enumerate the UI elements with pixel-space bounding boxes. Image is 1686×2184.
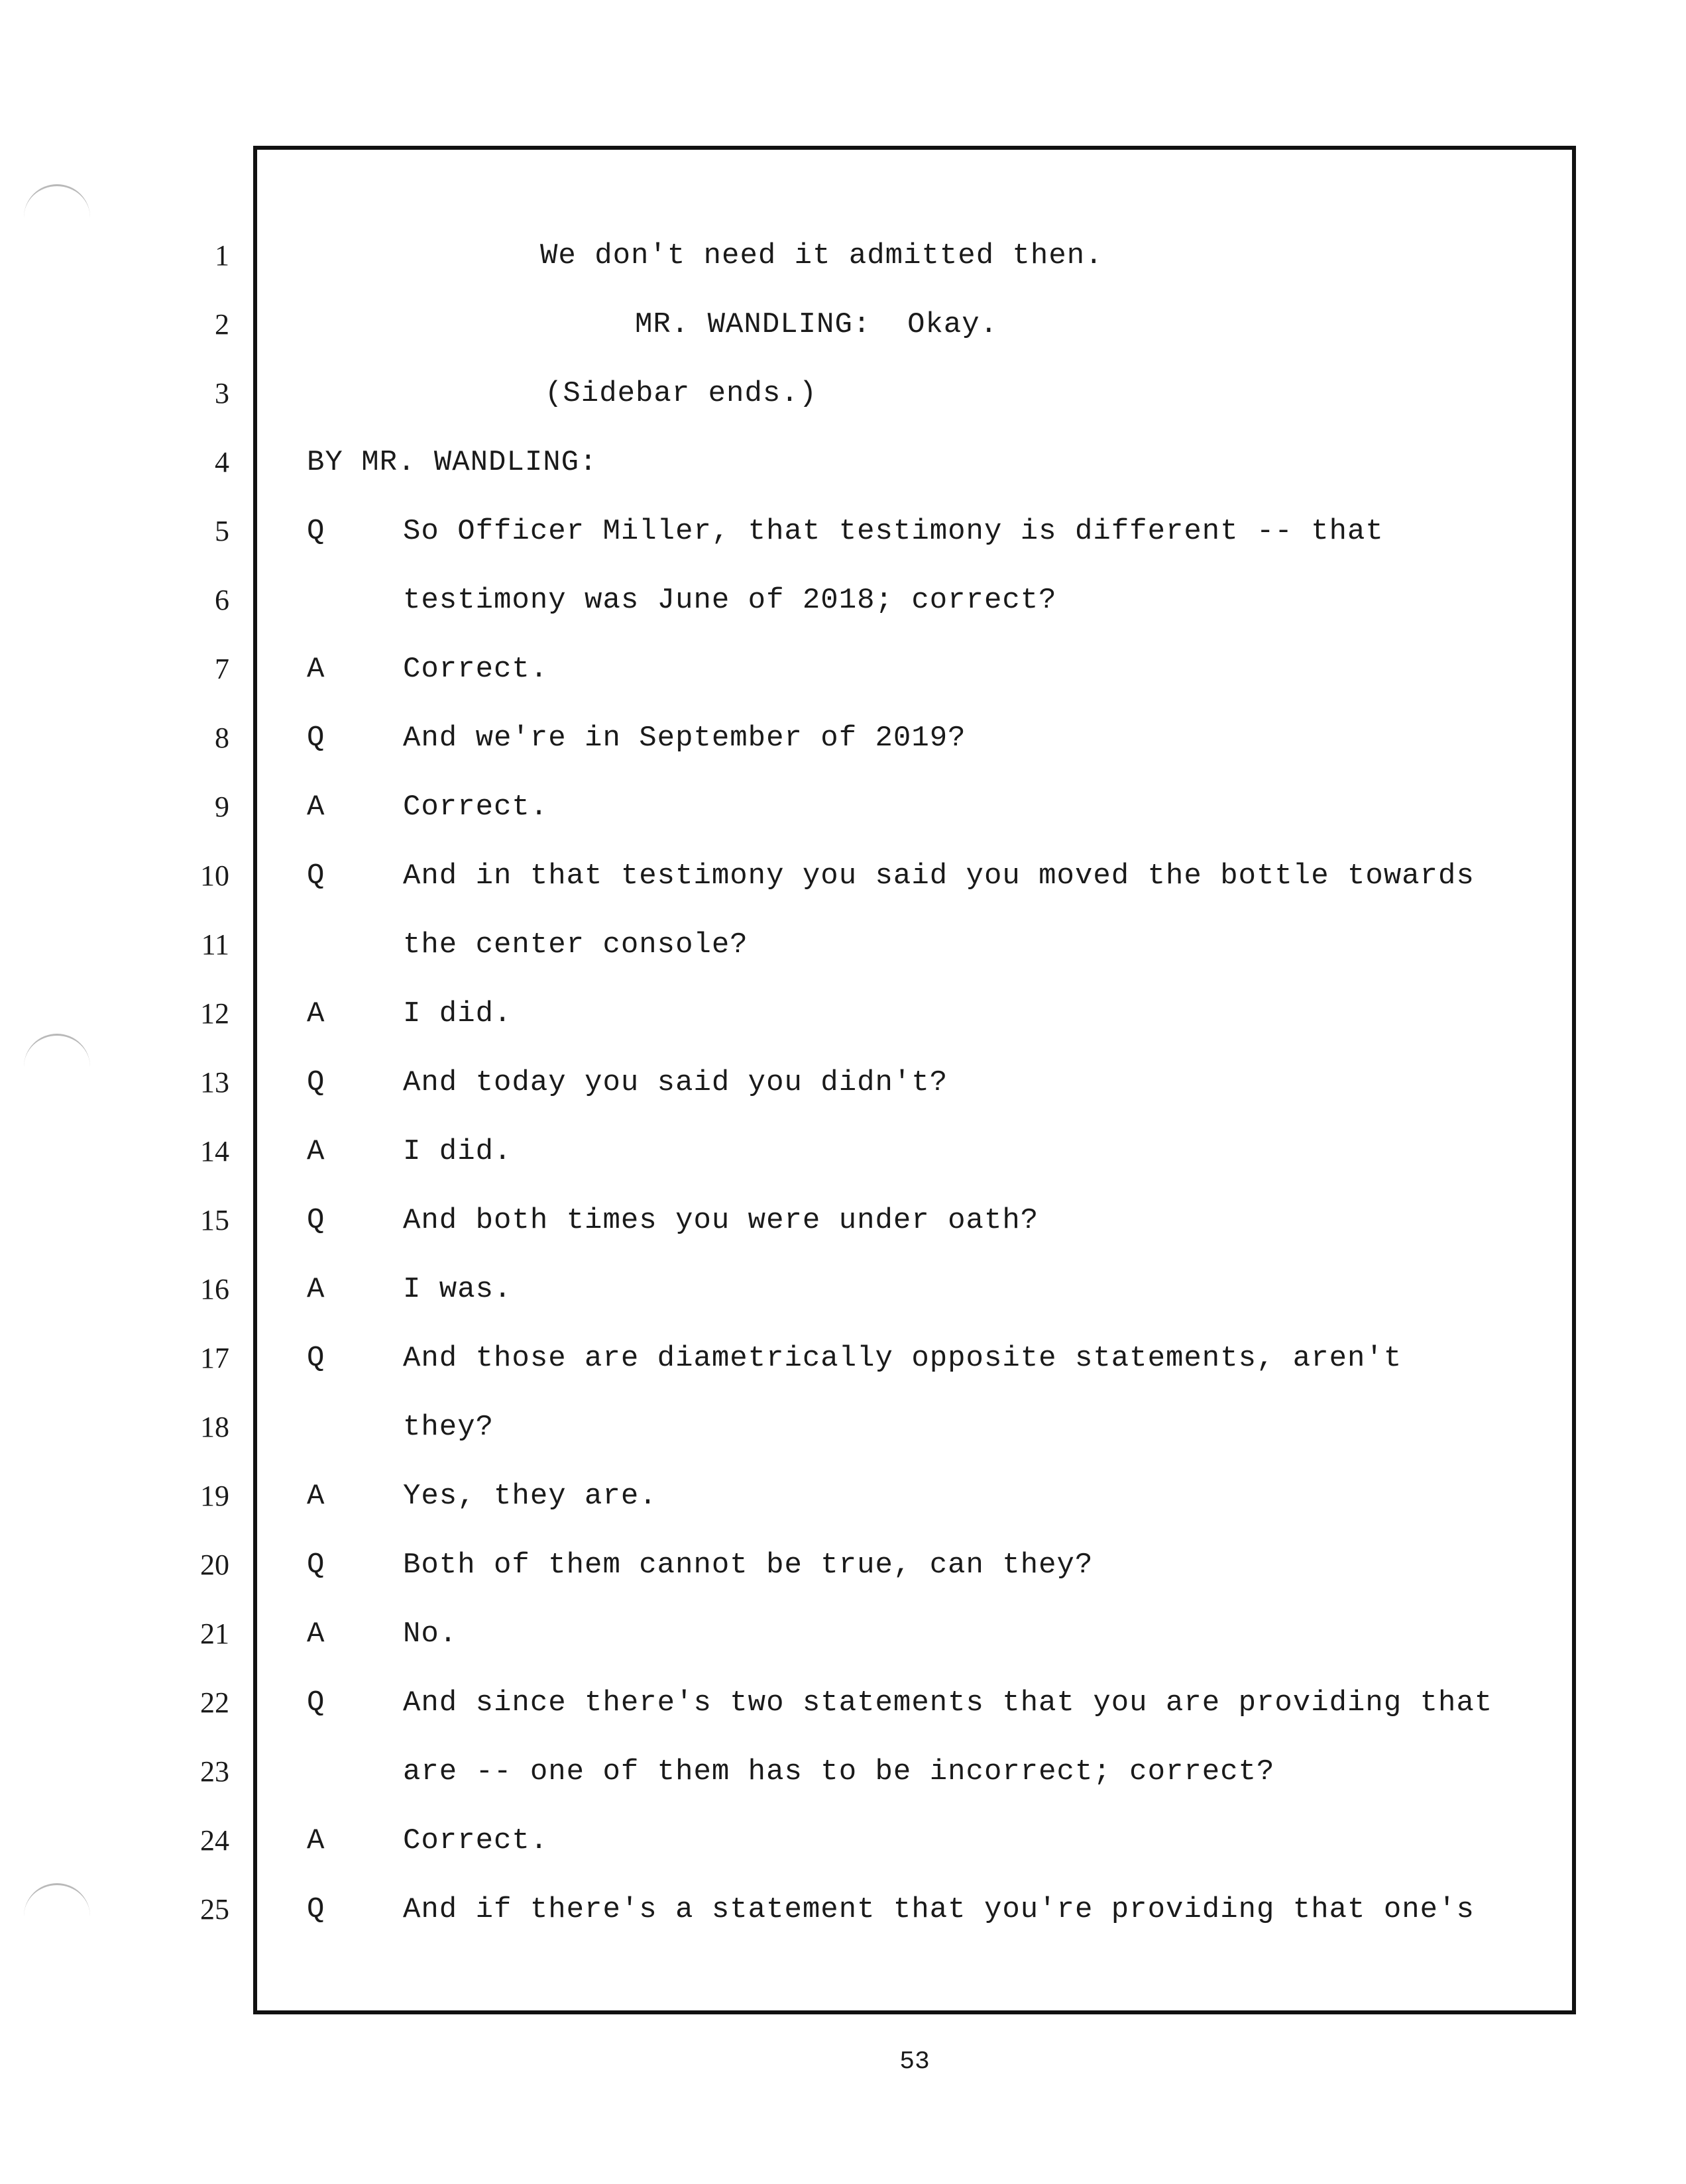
line-number: 7	[215, 653, 229, 685]
speaker-marker: Q	[307, 1686, 325, 1720]
transcript-line-text: MR. WANDLING: Okay.	[635, 308, 999, 341]
line-number: 8	[215, 722, 229, 754]
line-number: 1	[215, 239, 229, 272]
transcript-line-text: So Officer Miller, that testimony is dif…	[403, 515, 1384, 548]
line-number: 2	[215, 308, 229, 341]
transcript-line-text: We don't need it admitted then.	[540, 239, 1103, 272]
speaker-marker: Q	[307, 1893, 325, 1926]
transcript-line-text: (Sidebar ends.)	[545, 377, 818, 410]
line-number: 25	[200, 1893, 229, 1926]
transcript-line-text: And since there's two statements that yo…	[403, 1686, 1493, 1720]
line-number: 15	[200, 1204, 229, 1236]
transcript-line-text: Correct.	[403, 791, 549, 824]
transcript-line-text: And today you said you didn't?	[403, 1066, 948, 1099]
punch-hole-mark	[24, 184, 90, 226]
line-number: 19	[200, 1480, 229, 1512]
speaker-marker: Q	[307, 722, 325, 755]
punch-hole-mark	[24, 1883, 90, 1925]
transcript-line-text: And in that testimony you said you moved…	[403, 859, 1475, 893]
line-number: 3	[215, 377, 229, 410]
transcript-line-text: I did.	[403, 997, 512, 1030]
speaker-marker: Q	[307, 1342, 325, 1375]
transcript-line-text: And those are diametrically opposite sta…	[403, 1342, 1402, 1375]
speaker-marker: A	[307, 791, 325, 824]
transcript-line-text: are -- one of them has to be incorrect; …	[403, 1755, 1275, 1788]
speaker-marker: A	[307, 1617, 325, 1651]
transcript-line-text: And we're in September of 2019?	[403, 722, 966, 755]
speaker-marker: Q	[307, 1066, 325, 1099]
transcript-line-text: And both times you were under oath?	[403, 1204, 1039, 1237]
transcript-line-text: I was.	[403, 1273, 512, 1306]
line-number: 4	[215, 446, 229, 478]
line-number: 20	[200, 1549, 229, 1581]
speaker-marker: A	[307, 1480, 325, 1513]
transcript-line-text: BY MR. WANDLING:	[307, 446, 598, 479]
speaker-marker: A	[307, 1824, 325, 1857]
line-number: 16	[200, 1273, 229, 1305]
line-number: 21	[200, 1617, 229, 1650]
speaker-marker: A	[307, 1273, 325, 1306]
line-number: 14	[200, 1135, 229, 1168]
punch-hole-mark	[24, 1034, 90, 1075]
transcript-line-text: And if there's a statement that you're p…	[403, 1893, 1475, 1926]
page-number: 53	[899, 2048, 930, 2076]
speaker-marker: A	[307, 1135, 325, 1168]
transcript-line-text: they?	[403, 1411, 494, 1444]
line-number: 11	[201, 928, 229, 961]
line-number: 5	[215, 515, 229, 547]
speaker-marker: A	[307, 653, 325, 686]
speaker-marker: Q	[307, 515, 325, 548]
transcript-frame	[253, 146, 1576, 2014]
transcript-line-text: Correct.	[403, 1824, 549, 1857]
transcript-line-text: the center console?	[403, 928, 748, 961]
transcript-line-text: Yes, they are.	[403, 1480, 657, 1513]
speaker-marker: Q	[307, 1549, 325, 1582]
speaker-marker: Q	[307, 859, 325, 893]
line-number: 23	[200, 1755, 229, 1788]
line-number: 17	[200, 1342, 229, 1374]
transcript-line-text: Both of them cannot be true, can they?	[403, 1549, 1094, 1582]
transcript-line-text: testimony was June of 2018; correct?	[403, 584, 1057, 617]
transcript-line-text: I did.	[403, 1135, 512, 1168]
speaker-marker: A	[307, 997, 325, 1030]
line-number: 24	[200, 1824, 229, 1857]
line-number: 13	[200, 1066, 229, 1099]
line-number: 9	[215, 791, 229, 823]
line-number: 10	[200, 859, 229, 892]
transcript-line-text: No.	[403, 1617, 458, 1651]
line-number: 12	[200, 997, 229, 1030]
line-number: 6	[215, 584, 229, 616]
transcript-line-text: Correct.	[403, 653, 549, 686]
line-number: 22	[200, 1686, 229, 1719]
line-number: 18	[200, 1411, 229, 1443]
speaker-marker: Q	[307, 1204, 325, 1237]
